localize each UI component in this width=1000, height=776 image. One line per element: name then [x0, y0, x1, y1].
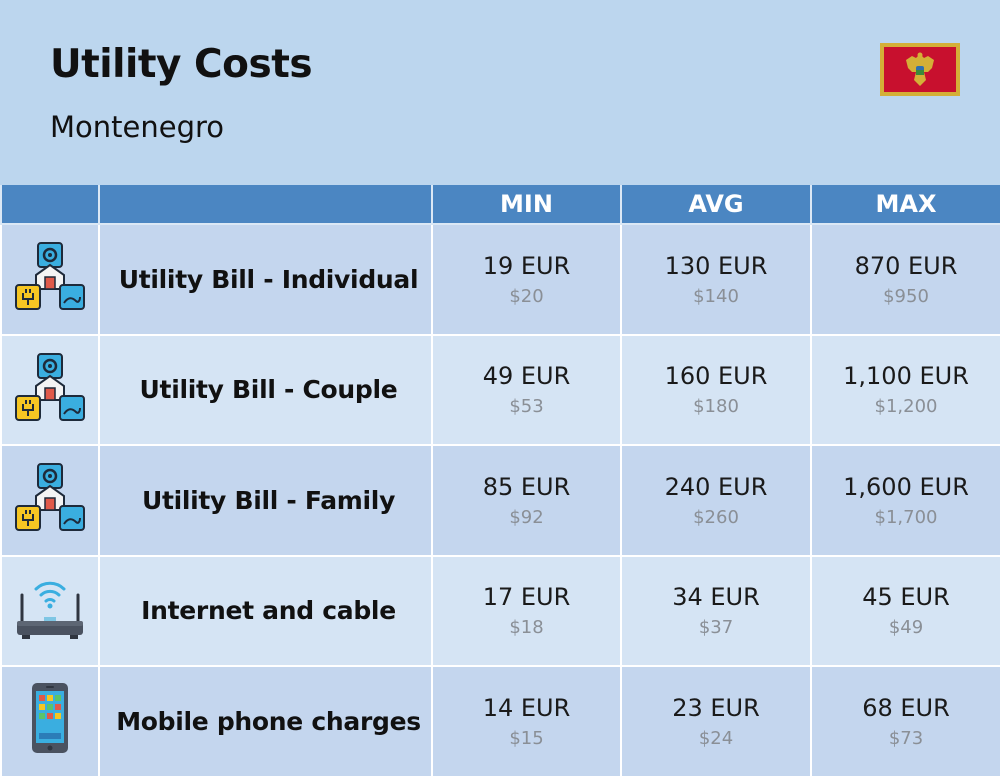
utilities-icon — [15, 242, 85, 311]
router-icon — [17, 581, 83, 639]
row-label: Utility Bill - Couple — [98, 333, 433, 446]
row-avg-cell: 130 EUR $140 — [620, 223, 812, 336]
avg-usd-value: $260 — [693, 506, 739, 528]
row-max-cell: 1,100 EUR $1,200 — [810, 333, 1000, 446]
page-header: Utility Costs Montenegro — [0, 0, 1000, 185]
avg-eur-value: 23 EUR — [672, 693, 760, 722]
row-icon-cell — [0, 554, 100, 667]
utility-costs-table: MIN AVG MAX Utility Bill - Ind — [0, 185, 1000, 776]
avg-eur-value: 34 EUR — [672, 583, 760, 612]
row-min-cell: 49 EUR $53 — [431, 333, 622, 446]
min-eur-value: 14 EUR — [482, 693, 571, 722]
column-header-label — [98, 185, 433, 225]
max-usd-value: $1,700 — [874, 506, 938, 528]
row-icon-cell — [0, 333, 100, 446]
min-usd-value: $15 — [509, 727, 544, 749]
min-eur-value: 17 EUR — [482, 583, 571, 612]
column-header-max: MAX — [810, 185, 1000, 225]
smartphone-icon — [32, 683, 68, 754]
min-eur-value: 85 EUR — [482, 472, 571, 501]
max-usd-value: $73 — [888, 727, 924, 749]
min-eur-value: 19 EUR — [482, 251, 571, 280]
page-subtitle: Montenegro — [50, 110, 225, 144]
row-min-cell: 85 EUR $92 — [431, 444, 622, 557]
row-avg-cell: 240 EUR $260 — [620, 444, 812, 557]
avg-eur-value: 240 EUR — [664, 472, 768, 501]
column-header-min: MIN — [431, 185, 622, 225]
utilities-icon — [15, 463, 85, 532]
page-title: Utility Costs — [50, 42, 313, 87]
column-header-avg: AVG — [620, 185, 812, 225]
max-usd-value: $49 — [888, 617, 924, 639]
row-max-cell: 870 EUR $950 — [810, 223, 1000, 336]
avg-eur-value: 160 EUR — [664, 362, 768, 391]
row-icon-cell — [0, 665, 100, 776]
row-label: Utility Bill - Individual — [98, 223, 433, 336]
table-row: Utility Bill - Individual 19 EUR $20 130… — [0, 223, 1000, 336]
column-header-icon — [0, 185, 100, 225]
row-label: Mobile phone charges — [98, 665, 433, 776]
min-usd-value: $18 — [509, 617, 544, 639]
max-usd-value: $950 — [883, 285, 929, 307]
row-label: Internet and cable — [98, 554, 433, 667]
min-eur-value: 49 EUR — [482, 362, 571, 391]
montenegro-flag-icon — [880, 43, 960, 96]
row-max-cell: 1,600 EUR $1,700 — [810, 444, 1000, 557]
row-min-cell: 17 EUR $18 — [431, 554, 622, 667]
utilities-icon — [15, 352, 85, 421]
row-avg-cell: 34 EUR $37 — [620, 554, 812, 667]
min-usd-value: $53 — [509, 396, 544, 418]
table-row: Utility Bill - Family 85 EUR $92 240 EUR… — [0, 444, 1000, 557]
max-eur-value: 870 EUR — [854, 251, 958, 280]
row-icon-cell — [0, 223, 100, 336]
max-usd-value: $1,200 — [874, 396, 938, 418]
table-row: Mobile phone charges 14 EUR $15 23 EUR $… — [0, 665, 1000, 776]
avg-usd-value: $37 — [698, 617, 734, 639]
row-icon-cell — [0, 444, 100, 557]
row-avg-cell: 160 EUR $180 — [620, 333, 812, 446]
avg-usd-value: $180 — [693, 396, 739, 418]
row-min-cell: 14 EUR $15 — [431, 665, 622, 776]
row-label: Utility Bill - Family — [98, 444, 433, 557]
avg-usd-value: $24 — [698, 727, 734, 749]
avg-usd-value: $140 — [693, 285, 739, 307]
row-max-cell: 45 EUR $49 — [810, 554, 1000, 667]
max-eur-value: 45 EUR — [862, 583, 950, 612]
row-avg-cell: 23 EUR $24 — [620, 665, 812, 776]
avg-eur-value: 130 EUR — [664, 251, 768, 280]
max-eur-value: 1,600 EUR — [843, 472, 969, 501]
row-max-cell: 68 EUR $73 — [810, 665, 1000, 776]
min-usd-value: $92 — [509, 506, 544, 528]
table-row: Utility Bill - Couple 49 EUR $53 160 EUR… — [0, 333, 1000, 446]
min-usd-value: $20 — [509, 285, 544, 307]
table-row: Internet and cable 17 EUR $18 34 EUR $37… — [0, 554, 1000, 667]
max-eur-value: 68 EUR — [862, 693, 950, 722]
table-header-row: MIN AVG MAX — [0, 185, 1000, 225]
max-eur-value: 1,100 EUR — [843, 362, 969, 391]
row-min-cell: 19 EUR $20 — [431, 223, 622, 336]
